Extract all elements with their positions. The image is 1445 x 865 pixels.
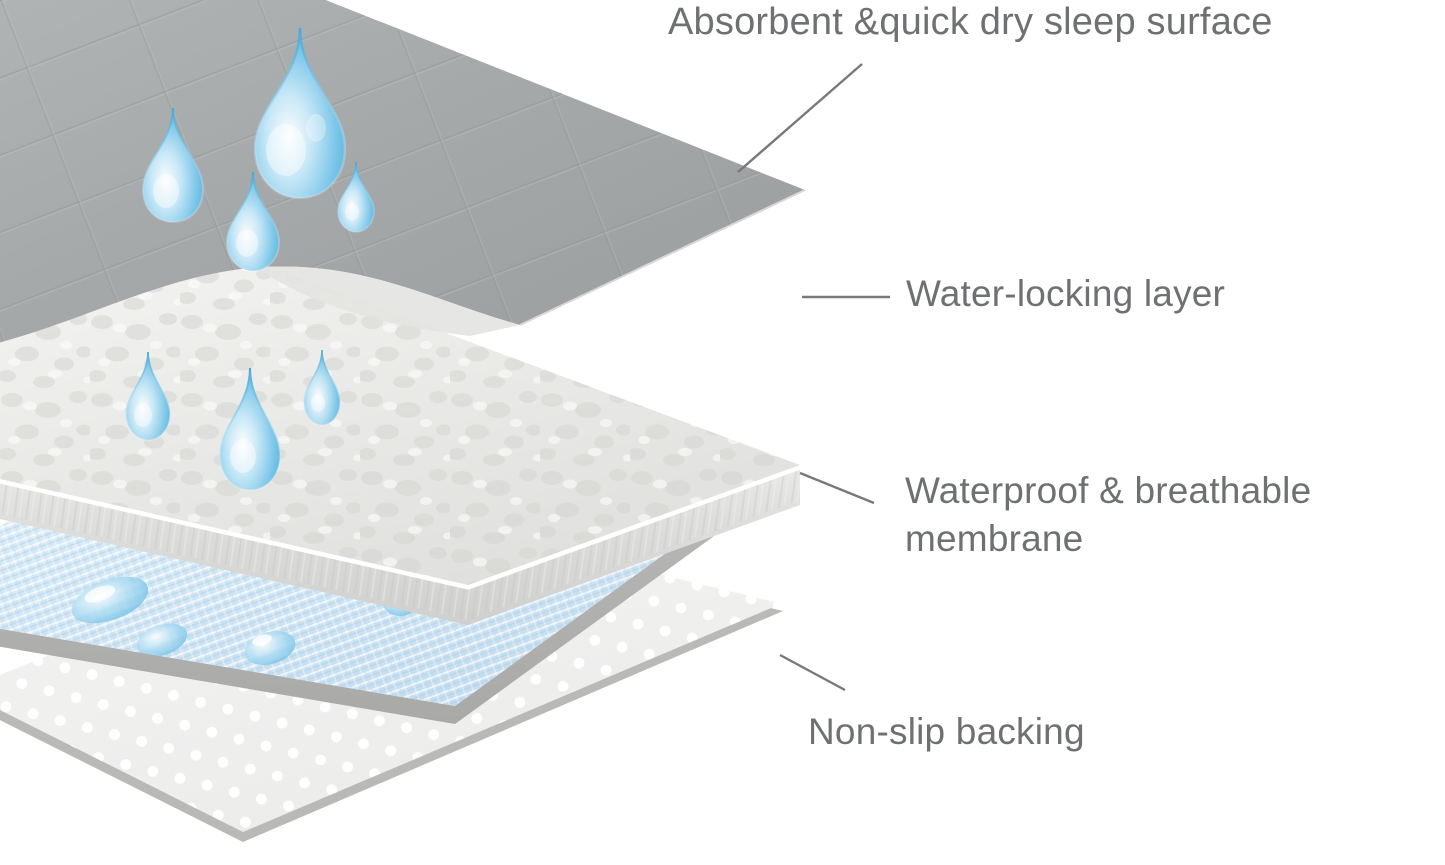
membrane-edge xyxy=(0,468,783,724)
label-absorbent-sleep-surface: Absorbent &quick dry sleep surface xyxy=(668,1,1273,43)
droplet-large xyxy=(253,27,347,200)
droplet-medium-left xyxy=(141,107,205,224)
label-non-slip-backing: Non-slip backing xyxy=(808,711,1085,752)
droplet-soaking-a xyxy=(125,351,171,441)
leader-lines xyxy=(737,63,890,692)
droplet-soaking-c xyxy=(303,349,341,426)
sleep-surface-tip-edge xyxy=(519,189,806,326)
droplet-small-right xyxy=(337,161,375,233)
sleep-surface-peel-flap xyxy=(248,262,520,336)
label-waterproof-membrane: Waterproof & breathable membrane xyxy=(905,470,1312,559)
water-droplets xyxy=(125,27,375,492)
leader-line-3 xyxy=(799,471,875,505)
label-water-locking-layer: Water-locking layer xyxy=(906,273,1226,314)
leader-line-4 xyxy=(779,653,846,692)
droplet-medium-center xyxy=(225,171,281,273)
leader-line-1 xyxy=(737,63,863,173)
droplet-soaking-b xyxy=(218,367,282,492)
